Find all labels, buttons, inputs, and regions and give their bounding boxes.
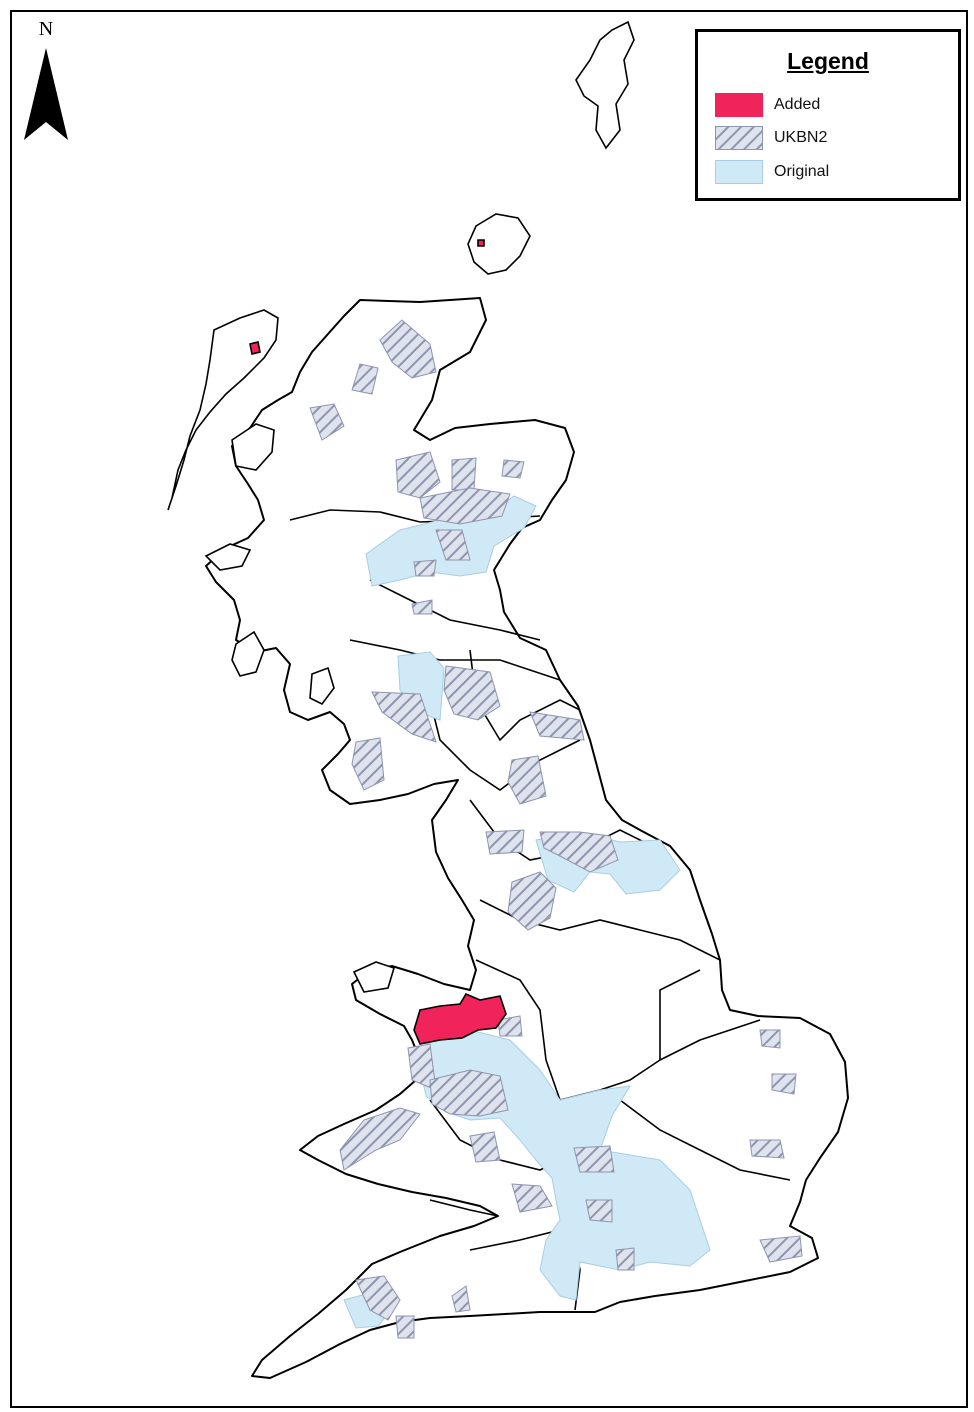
great-britain-outline (205, 297, 849, 1379)
legend-swatch-ukbn2 (715, 126, 763, 150)
north-arrow: N (18, 18, 74, 140)
skye-island (231, 423, 275, 471)
added-catchments (249, 239, 507, 1045)
anglesey-island (352, 961, 395, 993)
legend-swatch-added (715, 93, 763, 117)
legend-item-original: Original (715, 160, 945, 186)
map-frame (10, 10, 968, 1408)
arran-island (309, 666, 335, 706)
added-catchment-orkney (477, 239, 485, 247)
legend-item-ukbn2: UKBN2 (715, 126, 945, 152)
legend-label-ukbn2: UKBN2 (774, 129, 828, 146)
legend-label-added: Added (774, 96, 821, 113)
north-arrow-icon (24, 48, 68, 140)
legend-title: Legend (787, 48, 869, 74)
orkney-island (467, 213, 531, 275)
shetland-island (575, 20, 635, 150)
islay-island (231, 630, 265, 677)
added-catchment-wales-north (413, 992, 507, 1045)
legend-box: Legend Added UKBN2 Original (695, 29, 961, 201)
legend-swatch-original (715, 160, 763, 184)
legend-item-added: Added (715, 93, 945, 119)
north-label: N (38, 18, 54, 40)
ukbn2-catchments (309, 319, 803, 1339)
added-catchment-lewis (249, 341, 261, 355)
lewis-island (167, 309, 279, 511)
mull-island (204, 543, 252, 571)
legend-label-original: Original (774, 163, 830, 180)
islands (167, 20, 635, 993)
